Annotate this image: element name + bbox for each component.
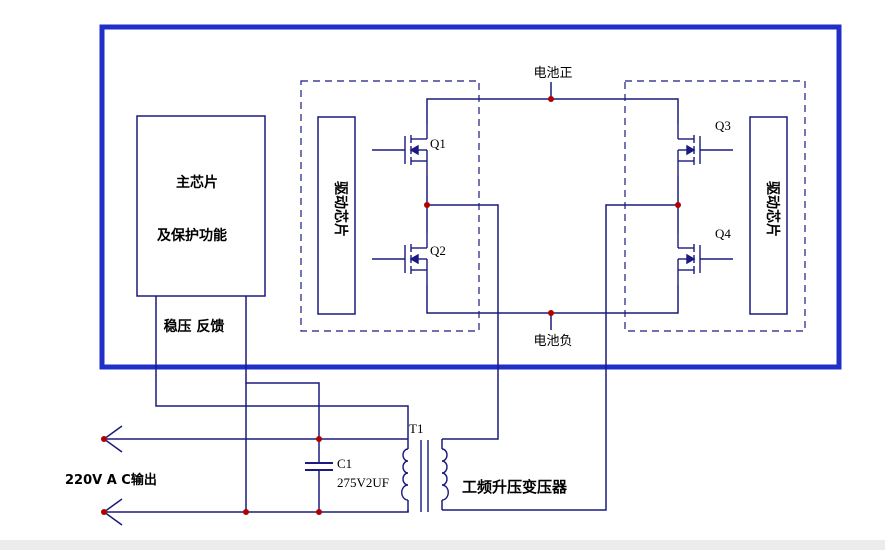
junction-dot [316,509,322,515]
junction-dot [548,96,554,102]
output-label: 220V A C输出 [65,472,157,488]
driver-chip-right-label: 驱动芯片 [764,181,781,237]
main-chip-label-1: 主芯片 [176,174,218,191]
capacitor-ref-label: C1 [337,456,352,471]
q4-label: Q4 [715,226,731,241]
feedback-label: 稳压 反馈 [164,318,225,335]
driver-group-right [624,80,806,332]
main-chip-label-2: 及保护功能 [157,227,227,244]
q2-label: Q2 [430,243,446,258]
bottom-bar [0,540,885,550]
output-wires [102,296,443,526]
driver-chip-left-label: 驱动芯片 [332,181,349,237]
driver-group-left [300,80,480,332]
junction-dot [101,436,107,442]
junction-dot [243,509,249,515]
battery-positive-label: 电池正 [533,66,572,81]
q3-label: Q3 [715,118,731,133]
junction-dot [101,509,107,515]
driver-chip-left [317,116,356,315]
capacitor-value-label: 275V2UF [337,475,389,490]
main-chip-box [136,115,266,297]
transformer-name-label: 工频升压变压器 [462,478,568,496]
module-frame [99,24,842,370]
junction-dot [675,202,681,208]
transformer-t1 [401,440,449,512]
driver-chip-right [749,116,788,315]
junction-dot [316,436,322,442]
junction-dot [548,310,554,316]
capacitor-c1 [305,462,333,471]
junction-dot [424,202,430,208]
q1-label: Q1 [430,136,446,151]
transformer-ref-label: T1 [409,421,423,436]
junctions [101,96,681,515]
battery-negative-label: 电池负 [533,334,572,349]
